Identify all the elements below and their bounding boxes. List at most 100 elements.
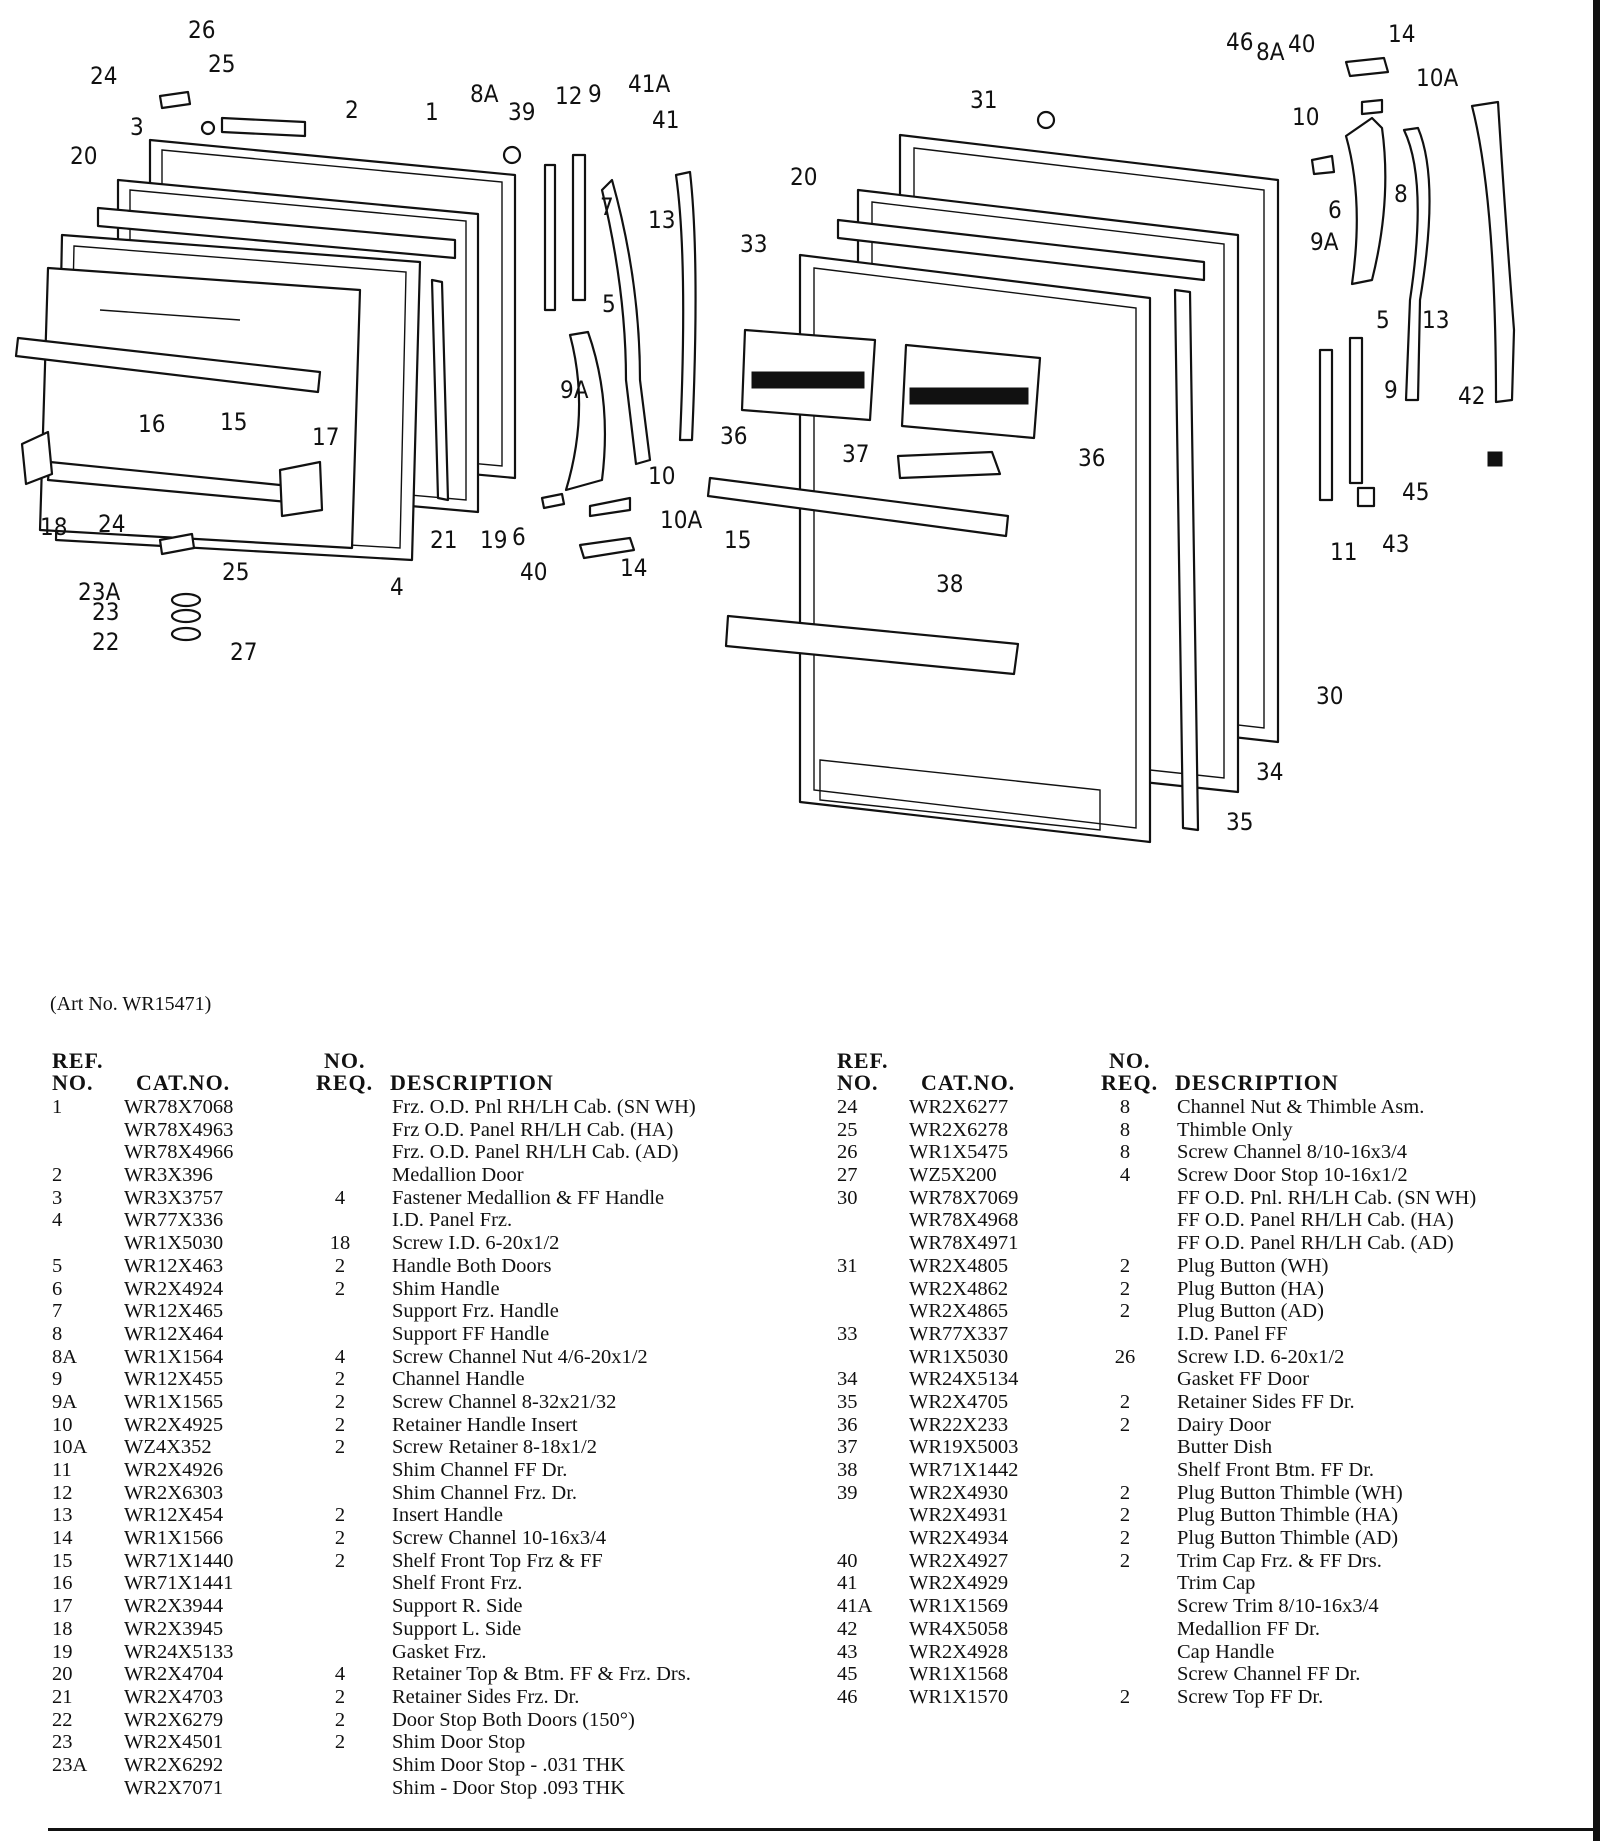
callout-label: 13 (648, 206, 675, 234)
part-ref: 14 (52, 1527, 73, 1550)
part-req: 4 (1119, 1164, 1131, 1187)
part-description: Retainer Sides FF Dr. (1177, 1390, 1355, 1413)
part-cat-no: WR24X5134 (909, 1368, 1019, 1391)
part-description: Trim Cap (1177, 1572, 1256, 1595)
part-ref: 26 (837, 1141, 858, 1164)
part-cat-no: WR71X1441 (124, 1572, 234, 1595)
callout-label: 9A (1310, 228, 1339, 256)
part-description: Screw I.D. 6-20x1/2 (392, 1232, 560, 1255)
part-cat-no: WR1X5030 (124, 1232, 224, 1255)
part-ref: 7 (52, 1300, 63, 1323)
part-ref: 33 (837, 1322, 858, 1345)
part-req: 2 (334, 1549, 346, 1572)
part-cat-no: WR1X1570 (909, 1685, 1009, 1708)
part-req: 2 (1119, 1481, 1131, 1504)
part-req: 2 (334, 1504, 346, 1527)
part-description: Screw Trim 8/10-16x3/4 (1177, 1595, 1379, 1618)
part-cat-no: WR2X3945 (124, 1617, 224, 1640)
part-cat-no: WR2X4934 (909, 1527, 1009, 1550)
callout-label: 34 (1256, 758, 1283, 786)
part-req: 2 (1119, 1277, 1131, 1300)
part-description: Screw Channel 10-16x3/4 (392, 1527, 607, 1550)
part-cat-no: WR12X454 (124, 1504, 224, 1527)
part-description: Support L. Side (392, 1617, 522, 1640)
callout-label: 2 (345, 96, 359, 124)
callout-label: 15 (220, 408, 247, 436)
callout-label: 1 (425, 98, 439, 126)
callout-label: 10 (1292, 103, 1319, 131)
part-req: 2 (334, 1390, 346, 1413)
part-cat-no: WR2X4930 (909, 1481, 1009, 1504)
part-description: Handle Both Doors (392, 1254, 552, 1277)
callout-label: 4 (390, 573, 404, 601)
callout-label: 8A (1256, 38, 1285, 66)
part-cat-no: WR22X233 (909, 1413, 1009, 1436)
part-ref: 18 (52, 1617, 73, 1640)
part-req: 2 (1119, 1685, 1131, 1708)
part-description: Retainer Top & Btm. FF & Frz. Drs. (392, 1663, 691, 1686)
part-req: 2 (334, 1527, 346, 1550)
callout-label: 5 (602, 290, 616, 318)
part-req: 2 (1119, 1527, 1131, 1550)
part-ref: 9 (52, 1368, 63, 1391)
part-description: Gasket Frz. (392, 1640, 487, 1663)
part-req: 2 (334, 1413, 346, 1436)
part-cat-no: WZ5X200 (909, 1164, 997, 1187)
part-description: Dairy Door (1177, 1413, 1271, 1436)
part-description: Support R. Side (392, 1595, 523, 1618)
part-description: Screw Door Stop 10-16x1/2 (1177, 1164, 1408, 1187)
part-cat-no: WR2X6292 (124, 1753, 224, 1776)
callout-label: 26 (188, 16, 215, 44)
header-ref-line2: NO. (52, 1070, 94, 1095)
callout-label: 39 (508, 98, 535, 126)
part-description: Gasket FF Door (1177, 1368, 1310, 1391)
part-description: Shelf Front Frz. (392, 1572, 523, 1595)
part-cat-no: WR2X4925 (124, 1413, 224, 1436)
callout-label: 42 (1458, 382, 1485, 410)
part-ref: 41 (837, 1572, 858, 1595)
fresh-food-door-parts (706, 56, 1516, 844)
header-cat-no: CAT.NO. (921, 1070, 1016, 1095)
callout-label: 8A (470, 80, 499, 108)
part-ref: 5 (52, 1254, 63, 1277)
part-req: 2 (334, 1685, 346, 1708)
part-cat-no: WR2X4704 (124, 1663, 224, 1686)
part-description: Plug Button Thimble (HA) (1177, 1504, 1399, 1527)
part-ref: 4 (52, 1209, 63, 1232)
part-req: 2 (334, 1368, 346, 1391)
part-cat-no: WR78X4968 (909, 1209, 1019, 1232)
part-ref: 30 (837, 1186, 858, 1209)
part-cat-no: WR2X4862 (909, 1277, 1009, 1300)
part-ref: 35 (837, 1390, 858, 1413)
part-req: 8 (1119, 1096, 1131, 1118)
part-req: 26 (1114, 1345, 1136, 1368)
part-description: FF O.D. Panel RH/LH Cab. (HA) (1177, 1209, 1454, 1232)
callout-label: 10 (648, 462, 675, 490)
callout-label: 21 (430, 526, 457, 554)
